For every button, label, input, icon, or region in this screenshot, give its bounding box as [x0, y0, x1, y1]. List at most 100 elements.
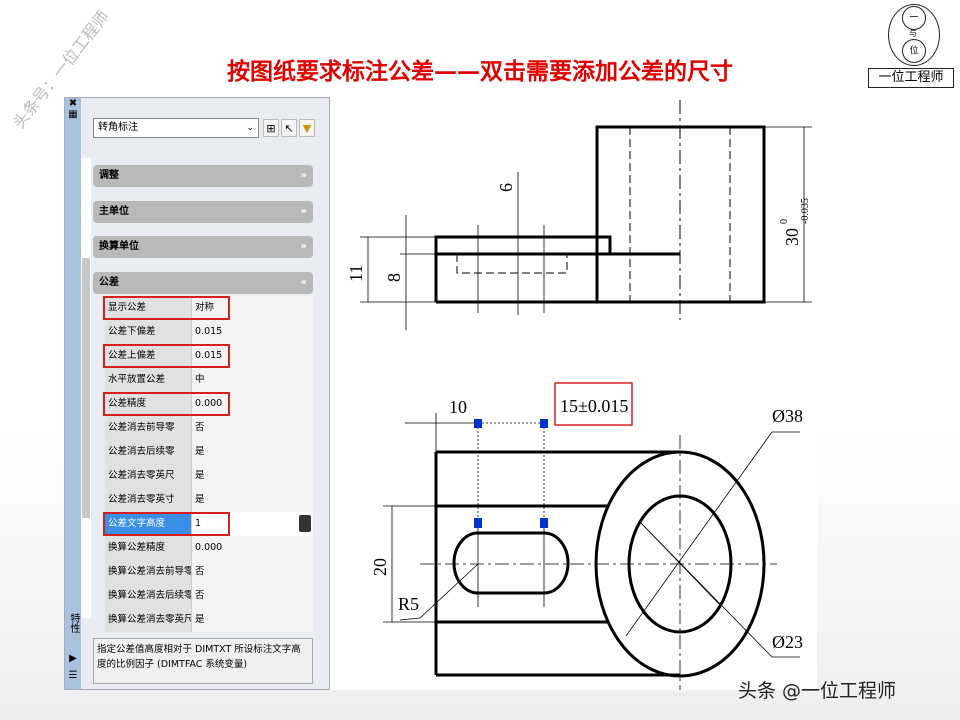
dim-10[interactable]: 10	[449, 397, 467, 417]
property-value[interactable]: 是	[191, 464, 313, 488]
property-label: 公差上偏差	[105, 344, 191, 368]
property-label: 公差消去零英寸	[105, 488, 191, 512]
property-value[interactable]: 是	[191, 440, 313, 464]
dim-30[interactable]: 30 0 -0.035	[779, 198, 811, 246]
object-type-value: 转角标注	[98, 122, 138, 133]
close-icon[interactable]: ✖	[68, 98, 78, 109]
dim-30-upper-tolerance: 0	[779, 219, 790, 224]
property-row[interactable]: 换算公差消去后续零否	[105, 584, 313, 608]
section-alternate-units[interactable]: 换算单位»	[93, 236, 313, 258]
property-label: 公差消去后续零	[105, 440, 191, 464]
collapse-icon: «	[300, 277, 307, 288]
logo-caption: 一位工程师	[868, 68, 954, 88]
grip[interactable]	[474, 518, 482, 528]
property-value[interactable]: 0.015	[191, 320, 313, 344]
property-row[interactable]: 换算公差消去零英尺是	[105, 608, 313, 632]
bottom-watermark: 头条 @一位工程师	[738, 680, 897, 702]
property-label: 换算公差消去零英尺	[105, 608, 191, 632]
logo: 一与位 一位工程师	[866, 4, 956, 90]
dim-8[interactable]: 8	[384, 273, 404, 282]
expand-icon: »	[300, 170, 307, 181]
property-row[interactable]: 水平放置公差中	[105, 368, 313, 392]
property-label: 公差消去前导零	[105, 416, 191, 440]
dim-15-tolerance[interactable]: 15±0.015	[560, 396, 628, 416]
dim-20[interactable]: 20	[370, 558, 390, 576]
dim-phi38[interactable]: Ø38	[772, 406, 803, 426]
palette-options-icon[interactable]: ▦	[68, 109, 78, 120]
dim-phi23[interactable]: Ø23	[772, 632, 803, 652]
highlight-box	[103, 296, 230, 320]
highlight-box	[103, 392, 230, 416]
property-value[interactable]: 是	[191, 488, 313, 512]
object-type-select[interactable]: 转角标注 ⌄	[93, 118, 259, 138]
dim-6[interactable]: 6	[496, 183, 516, 192]
grip[interactable]	[474, 419, 482, 428]
grips	[474, 419, 548, 528]
property-value[interactable]: 0.000	[191, 392, 313, 416]
property-label: 公差下偏差	[105, 320, 191, 344]
drawing-canvas[interactable]	[330, 97, 817, 690]
property-label: 换算公差精度	[105, 536, 191, 560]
expand-icon: »	[300, 241, 307, 252]
select-objects-button[interactable]: ↖	[281, 119, 297, 137]
dim-r5[interactable]: R5	[398, 594, 419, 614]
logo-bottom: 位	[902, 39, 926, 63]
property-value[interactable]: 中	[191, 368, 313, 392]
properties-icon[interactable]: ☰	[68, 670, 78, 681]
top-view	[434, 125, 766, 304]
property-value[interactable]: 对称	[191, 296, 313, 320]
section-adjust[interactable]: 调整»	[93, 165, 313, 187]
properties-palette: ✖ ▦ 特性 ▶ ☰ 转角标注 ⌄ ⊞ ↖ ▼ 调整» 主单位» 换算单位» 公差…	[64, 97, 330, 690]
edited-dimension-highlight	[554, 382, 633, 426]
section-tolerances[interactable]: 公差«	[93, 272, 313, 294]
property-value[interactable]: 否	[191, 560, 313, 584]
autohide-icon[interactable]: ▶	[69, 653, 77, 664]
section-primary-units[interactable]: 主单位»	[93, 201, 313, 223]
property-label: 公差文字高度	[105, 512, 191, 536]
property-row[interactable]: 显示公差对称	[103, 296, 313, 320]
property-label: 换算公差消去后续零	[105, 584, 191, 608]
highlight-box	[103, 512, 230, 536]
property-row[interactable]: 公差消去前导零否	[105, 416, 313, 440]
grip[interactable]	[540, 518, 548, 528]
property-value[interactable]: 0.000	[191, 536, 313, 560]
property-label: 公差消去零英尺	[105, 464, 191, 488]
logo-middle: 与	[909, 29, 917, 38]
property-value[interactable]: 否	[191, 584, 313, 608]
property-label: 水平放置公差	[105, 368, 191, 392]
property-row[interactable]: 公差消去后续零是	[105, 440, 313, 464]
highlight-box	[103, 344, 230, 368]
quick-select-button[interactable]: ▼	[299, 119, 315, 137]
property-label: 显示公差	[105, 296, 191, 320]
property-value[interactable]: 0.015	[191, 344, 313, 368]
property-value[interactable]: 是	[191, 608, 313, 632]
property-label: 公差精度	[105, 392, 191, 416]
property-value[interactable]: 否	[191, 416, 313, 440]
dim-30-value: 30	[782, 228, 802, 246]
palette-title-strip[interactable]: ✖ ▦ 特性 ▶ ☰	[65, 98, 81, 689]
slide-title: 按图纸要求标注公差——双击需要添加公差的尺寸	[227, 58, 733, 85]
property-description: 指定公差值高度相对于 DIMTXT 所设标注文字高度的比例因子 (DIMTFAC…	[93, 638, 313, 684]
scrollbar[interactable]	[81, 158, 91, 618]
property-label: 换算公差消去前导零	[105, 560, 191, 584]
property-value[interactable]: 1	[191, 512, 313, 536]
chevron-down-icon: ⌄	[246, 123, 254, 133]
logo-top: 一	[902, 6, 926, 30]
property-row[interactable]: 公差消去零英尺是	[105, 464, 313, 488]
palette-label: 特性	[68, 613, 79, 633]
calculator-icon[interactable]	[299, 515, 311, 532]
dim-11[interactable]: 11	[346, 265, 366, 282]
toggle-pickadd-button[interactable]: ⊞	[263, 119, 279, 137]
grip[interactable]	[540, 419, 548, 428]
expand-icon: »	[300, 206, 307, 217]
dim-30-lower-tolerance: -0.035	[800, 198, 811, 224]
property-row[interactable]: 公差消去零英寸是	[105, 488, 313, 512]
property-row[interactable]: 换算公差消去前导零否	[105, 560, 313, 584]
